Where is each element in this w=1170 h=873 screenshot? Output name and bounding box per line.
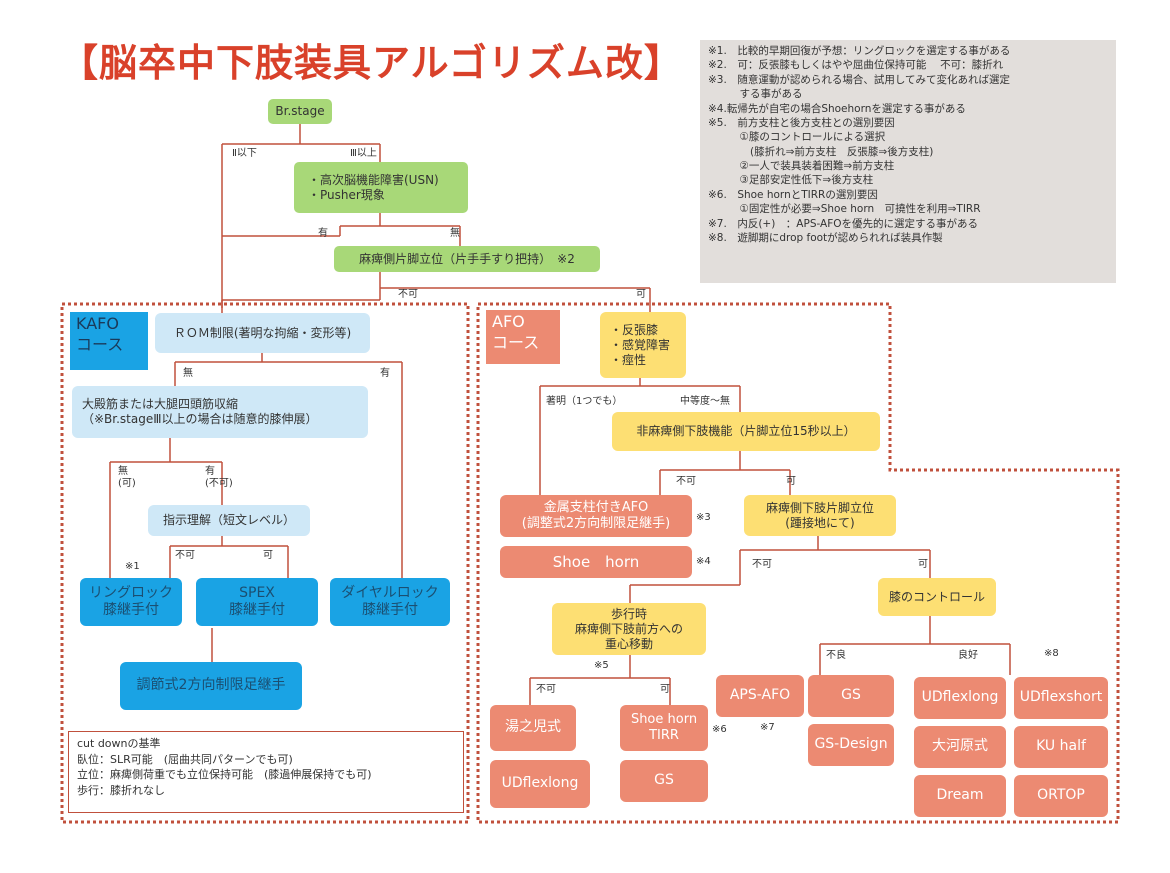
cutdown-line: 臥位：SLR可能 (屈曲共同パターンでも可) bbox=[77, 752, 293, 766]
label-limb-impossible: 不可 bbox=[676, 476, 696, 487]
cutdown-criteria: cut downの基準 臥位：SLR可能 (屈曲共同パターンでも可) 立位：麻痺… bbox=[68, 731, 464, 813]
label-moderate: 中等度～無 bbox=[680, 396, 730, 407]
note-line: ※5. 前方支柱と後方支柱との選別要因 bbox=[708, 116, 895, 129]
label-note8: ※8 bbox=[1044, 648, 1059, 659]
cutdown-line: cut downの基準 bbox=[77, 737, 161, 750]
page-title: 【脳卒中下肢装具アルゴリズム改】 bbox=[60, 41, 683, 85]
note-line: ③足部安定性低下⇒後方支柱 bbox=[708, 174, 874, 187]
label-instruction-possible: 可 bbox=[263, 550, 273, 561]
rom-node: ＲＯＭ制限(著明な拘縮・変形等) bbox=[155, 313, 370, 353]
label-instruction-impossible: 不可 bbox=[175, 550, 195, 561]
adjustable-knee-node: 調節式2方向制限足継手 bbox=[120, 662, 302, 710]
note-line: ※6. Shoe hornとTIRRの選別要因 bbox=[708, 188, 878, 201]
okawara-node: 大河原式 bbox=[914, 726, 1006, 768]
note-line: ②一人で装具装着困難⇒前方支柱 bbox=[708, 160, 895, 172]
aps-afo-node: APS-AFO bbox=[716, 675, 804, 717]
dial-lock-node: ダイヤルロック 膝継手付 bbox=[330, 578, 450, 626]
afo-course-tag: AFO コース bbox=[486, 310, 560, 364]
cutdown-line: 歩行：膝折れなし bbox=[77, 783, 165, 797]
label-gait-impossible: 不可 bbox=[536, 684, 556, 695]
note-line: ※3. 随意運動が認められる場合、試用してみて変化あれば選定 bbox=[708, 73, 1010, 86]
label-marked: 著明（1つでも） bbox=[546, 396, 623, 407]
standing-node: 麻痺側片脚立位（片手手すり把持） ※2 bbox=[334, 246, 600, 272]
udflexlong-node-a: UDflexlong bbox=[490, 760, 590, 808]
label-gait-possible: 可 bbox=[660, 684, 670, 695]
label-note5: ※5 bbox=[594, 660, 609, 671]
shoehorn-node: Shoe horn bbox=[500, 546, 692, 578]
metal-afo-node: 金属支柱付きAFO (調整式2方向制限足継手) bbox=[500, 495, 692, 537]
lower-limb-node: 非麻痺側下肢機能（片脚立位15秒以上） bbox=[612, 412, 880, 451]
label-contracture-none: 無 (可) bbox=[118, 466, 136, 489]
gs-design-node: GS-Design bbox=[808, 724, 894, 766]
note-line: ①膝のコントロールによる選択 bbox=[708, 131, 886, 144]
knee-control-node: 膝のコントロール bbox=[878, 578, 996, 616]
note-line: (膝折れ⇒前方支柱 反張膝⇒後方支柱) bbox=[708, 145, 934, 158]
label-note3: ※3 bbox=[696, 512, 711, 523]
afo-symptoms-node: ・反張膝 ・感覚障害 ・痙性 bbox=[600, 312, 686, 378]
label-note4: ※4 bbox=[696, 556, 711, 567]
br-stage-node: Br.stage bbox=[268, 99, 332, 124]
label-note7: ※7 bbox=[760, 722, 775, 733]
ortop-node: ORTOP bbox=[1014, 775, 1108, 817]
note-line: ※8. 遊脚期にdrop footが認められれば装具作製 bbox=[708, 231, 943, 244]
label-usn-yes: 有 bbox=[318, 228, 328, 239]
label-standing-impossible: 不可 bbox=[398, 289, 418, 300]
label-rom-yes: 有 bbox=[380, 368, 390, 379]
contracture-node: 大殿筋または大腿四頭筋収縮 （※Br.stageⅢ以上の場合は随意的膝伸展） bbox=[72, 386, 368, 438]
instruction-node: 指示理解（短文レベル） bbox=[148, 505, 310, 536]
ku-half-node: KU half bbox=[1014, 726, 1108, 768]
spex-node: SPEX 膝継手付 bbox=[196, 578, 318, 626]
paretic-standing-node: 麻痺側下肢片脚立位 (踵接地にて) bbox=[744, 495, 896, 536]
cutdown-line: 立位：麻痺側荷重でも立位保持可能 (膝過伸展保持でも可) bbox=[77, 768, 372, 782]
usn-pusher-node: ・高次脳機能障害(USN) ・Pusher現象 bbox=[294, 162, 468, 213]
label-stage-below: Ⅱ以下 bbox=[232, 148, 257, 159]
note-line: ※7. 内反(+) ：APS-AFOを優先的に選定する事がある bbox=[708, 217, 979, 230]
yunoko-node: 湯之児式 bbox=[490, 705, 576, 751]
kafo-course-tag: KAFO コース bbox=[70, 312, 148, 370]
ringlock-node: リングロック 膝継手付 bbox=[80, 578, 182, 626]
note-line: ※4.転帰先が自宅の場合Shoehornを選定する事がある bbox=[708, 102, 966, 115]
label-contracture-yes: 有 (不可) bbox=[205, 466, 233, 489]
label-good: 良好 bbox=[958, 650, 978, 661]
gs-node-b: GS bbox=[808, 675, 894, 717]
label-note1: ※1 bbox=[125, 561, 140, 572]
label-note6: ※6 bbox=[712, 724, 727, 735]
udflexlong-node-b: UDflexlong bbox=[914, 677, 1006, 719]
label-poor: 不良 bbox=[826, 650, 846, 661]
note-line: する事がある bbox=[708, 88, 803, 101]
label-pstand-impossible: 不可 bbox=[752, 559, 772, 570]
gs-node-a: GS bbox=[620, 760, 708, 802]
label-rom-none: 無 bbox=[183, 368, 193, 379]
notes-panel: ※1. 比較的早期回復が予想：リングロックを選定する事がある ※2. 可：反張膝… bbox=[700, 40, 1116, 283]
label-standing-possible: 可 bbox=[636, 289, 646, 300]
label-stage-above: Ⅲ以上 bbox=[350, 148, 377, 159]
label-limb-possible: 可 bbox=[786, 476, 796, 487]
shoehorn-tirr-node: Shoe horn TIRR bbox=[620, 705, 708, 751]
label-pstand-possible: 可 bbox=[918, 559, 928, 570]
note-line: ①固定性が必要⇒Shoe horn 可撓性を利用⇒TIRR bbox=[708, 203, 981, 216]
gait-shift-node: 歩行時 麻痺側下肢前方への 重心移動 bbox=[552, 603, 706, 655]
dream-node: Dream bbox=[914, 775, 1006, 817]
label-usn-no: 無 bbox=[450, 228, 460, 239]
note-line: ※2. 可：反張膝もしくはやや屈曲位保持可能 不可：膝折れ bbox=[708, 59, 1004, 72]
udflexshort-node: UDflexshort bbox=[1014, 677, 1108, 719]
note-line: ※1. 比較的早期回復が予想：リングロックを選定する事がある bbox=[708, 45, 1011, 57]
